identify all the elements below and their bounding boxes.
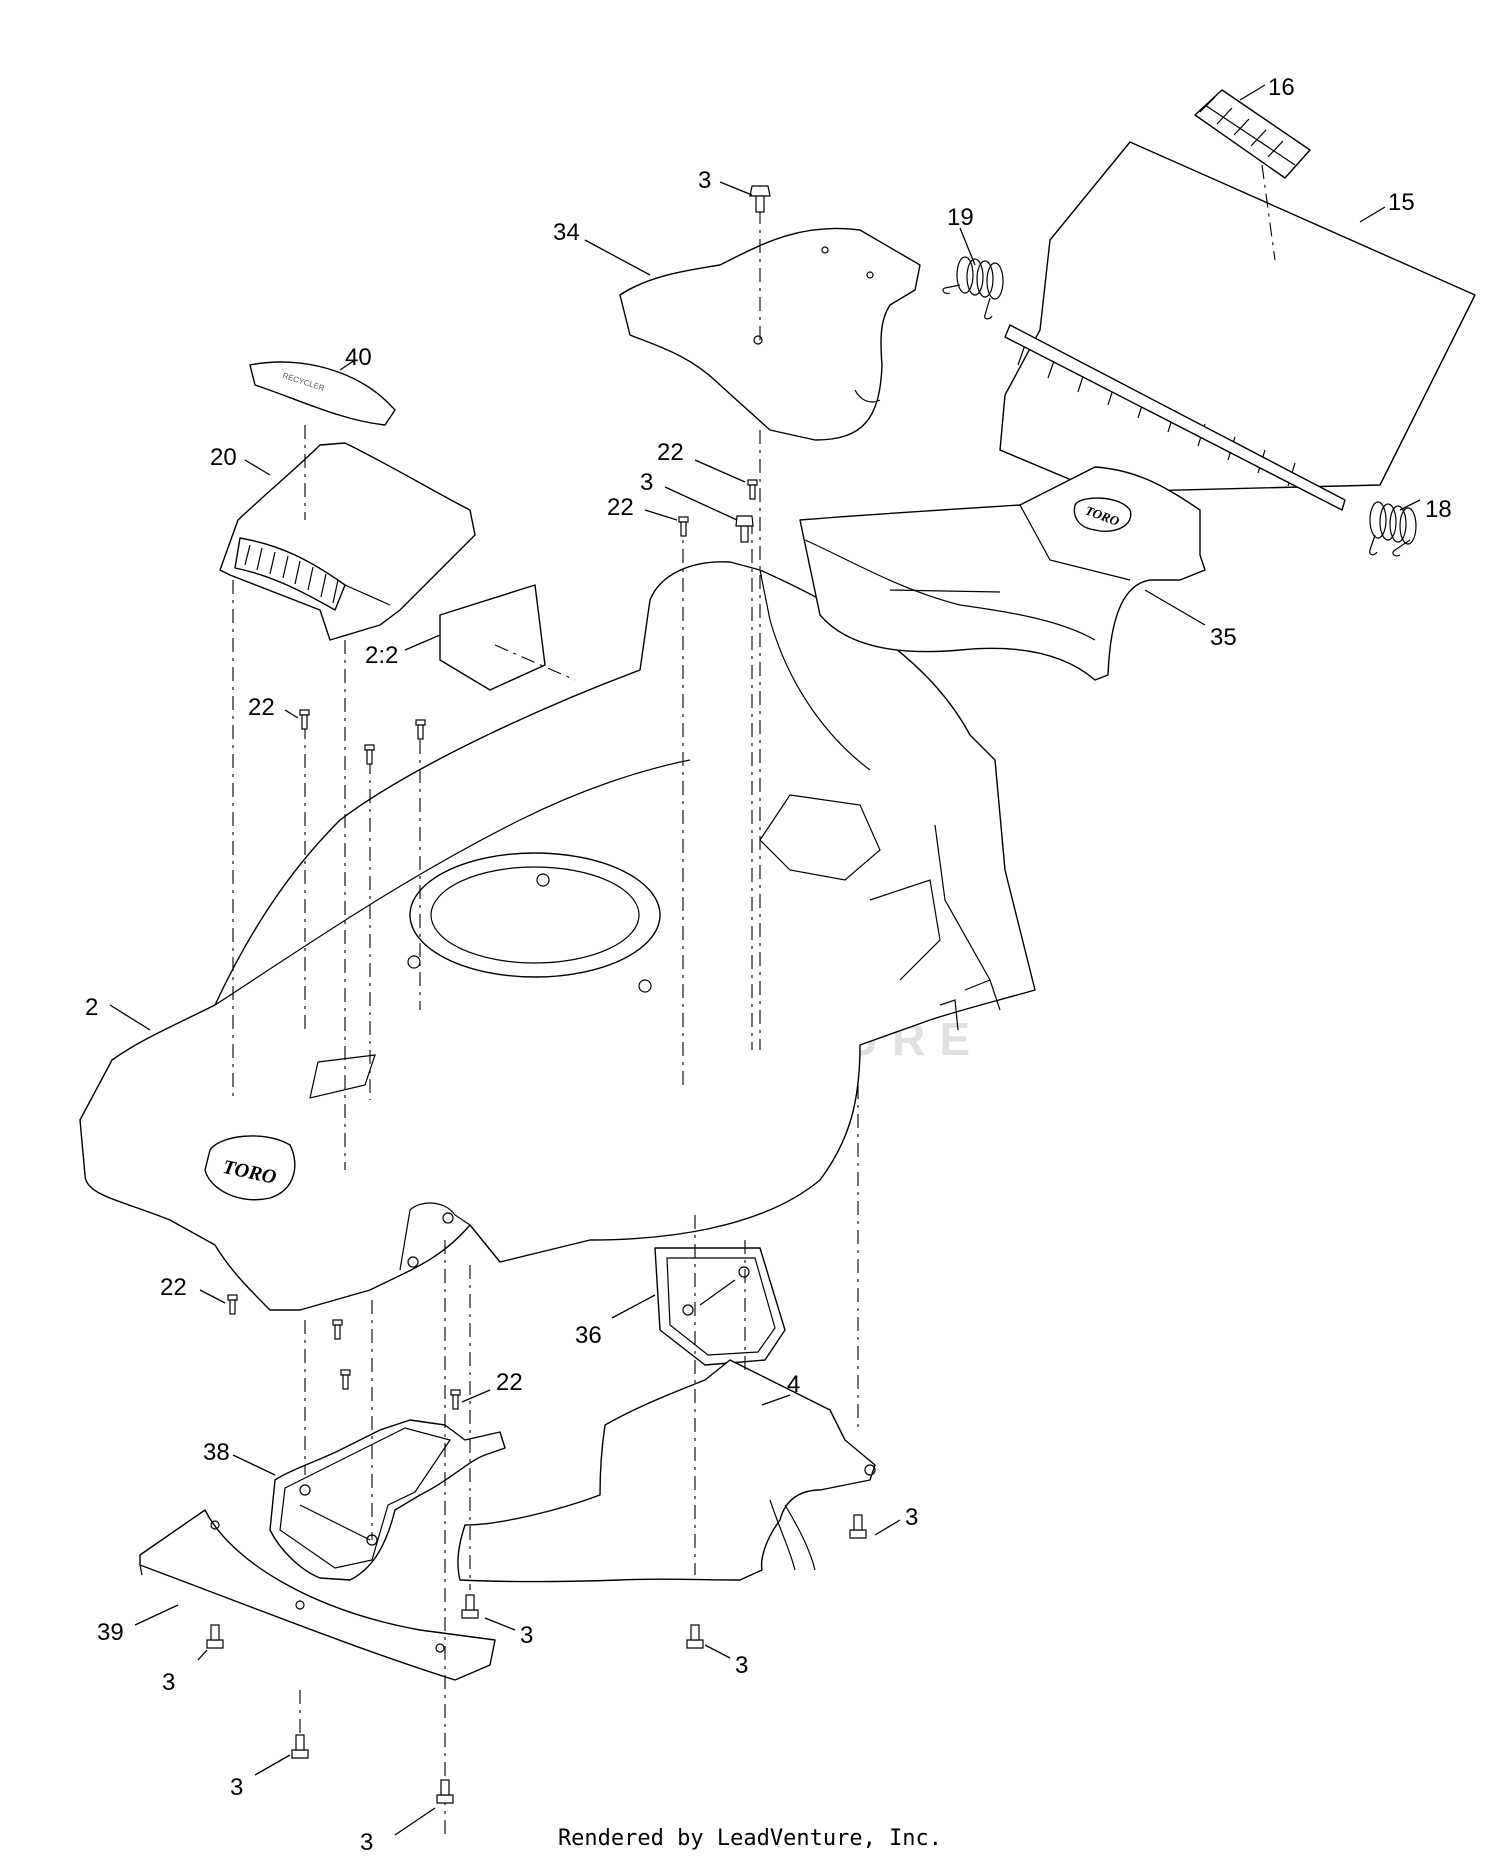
callout-39: 39: [97, 1619, 124, 1646]
part-40-decal: RECYCLER: [249, 361, 396, 426]
part-4-underside: [457, 1359, 876, 1583]
screw-22d: [227, 1294, 238, 1315]
bolt-3g: [291, 1734, 309, 1759]
bolt-3c: [849, 1514, 867, 1539]
callout-3: 3: [735, 1652, 748, 1679]
chute-toro-logo: TORO: [1073, 497, 1132, 532]
screw-deck-1: [364, 744, 375, 765]
screw-22a: [747, 479, 758, 500]
callout-16: 16: [1268, 74, 1295, 101]
part-2-2-shield: [439, 584, 546, 691]
callout-3: 3: [520, 1622, 533, 1649]
callout-22: 22: [248, 694, 275, 721]
part-16-decal: [1194, 89, 1311, 179]
bolt-3a: [749, 185, 771, 213]
callout-3: 3: [640, 469, 653, 496]
screw-deck-2: [415, 719, 426, 740]
part-18-spring: [1369, 501, 1417, 557]
leader-lines: [109, 84, 1421, 1836]
part-34-baffle: [619, 227, 921, 441]
callout-2-2: 2:2: [365, 642, 398, 669]
assembly-lines: [232, 164, 1276, 1840]
callout-19: 19: [947, 204, 974, 231]
callout-3: 3: [698, 167, 711, 194]
callout-4: 4: [787, 1371, 800, 1398]
callout-22: 22: [657, 439, 684, 466]
callout-35: 35: [1210, 624, 1237, 651]
callout-36: 36: [575, 1322, 602, 1349]
screw-22e: [450, 1389, 461, 1410]
bolt-3e: [686, 1624, 704, 1649]
part-36-plate: [654, 1247, 786, 1366]
screw-22c: [299, 709, 310, 730]
callout-38: 38: [203, 1439, 230, 1466]
part-19-spring: [942, 256, 1004, 320]
bolt-3f: [206, 1624, 224, 1649]
callout-40: 40: [345, 344, 372, 371]
callout-22: 22: [160, 1274, 187, 1301]
callout-3: 3: [230, 1774, 243, 1801]
bolt-3d: [461, 1594, 479, 1619]
part-2-deck: TORO: [79, 561, 1036, 1311]
hinge-rod: [1004, 324, 1346, 511]
fasteners: [206, 185, 867, 1804]
bolt-3h: [436, 1779, 454, 1804]
deck-toro-logo: TORO: [204, 1135, 296, 1201]
callout-3: 3: [360, 1829, 373, 1856]
part-20-cover: [219, 442, 476, 641]
bolt-3b: [735, 515, 754, 543]
deck-blade-ring: [409, 852, 661, 978]
callout-22: 22: [607, 494, 634, 521]
part-38-baffle-plate: [269, 1419, 506, 1581]
part-35-chute: TORO: [799, 466, 1206, 681]
callout-3: 3: [162, 1669, 175, 1696]
callout-22: 22: [496, 1369, 523, 1396]
part-39-skid: [139, 1509, 496, 1681]
callout-20: 20: [210, 444, 237, 471]
callouts: 16 3 15 19 34 40 20 22 3 22 18 2:2 35 22…: [85, 74, 1452, 1856]
callout-18: 18: [1425, 496, 1452, 523]
screw-22b: [678, 516, 689, 537]
screw-deck-3: [332, 1319, 343, 1340]
callout-34: 34: [553, 219, 580, 246]
callout-15: 15: [1388, 189, 1415, 216]
callout-3: 3: [905, 1504, 918, 1531]
screw-deck-4: [340, 1369, 351, 1390]
callout-2: 2: [85, 994, 98, 1021]
render-credit: Rendered by LeadVenture, Inc.: [557, 1826, 943, 1851]
